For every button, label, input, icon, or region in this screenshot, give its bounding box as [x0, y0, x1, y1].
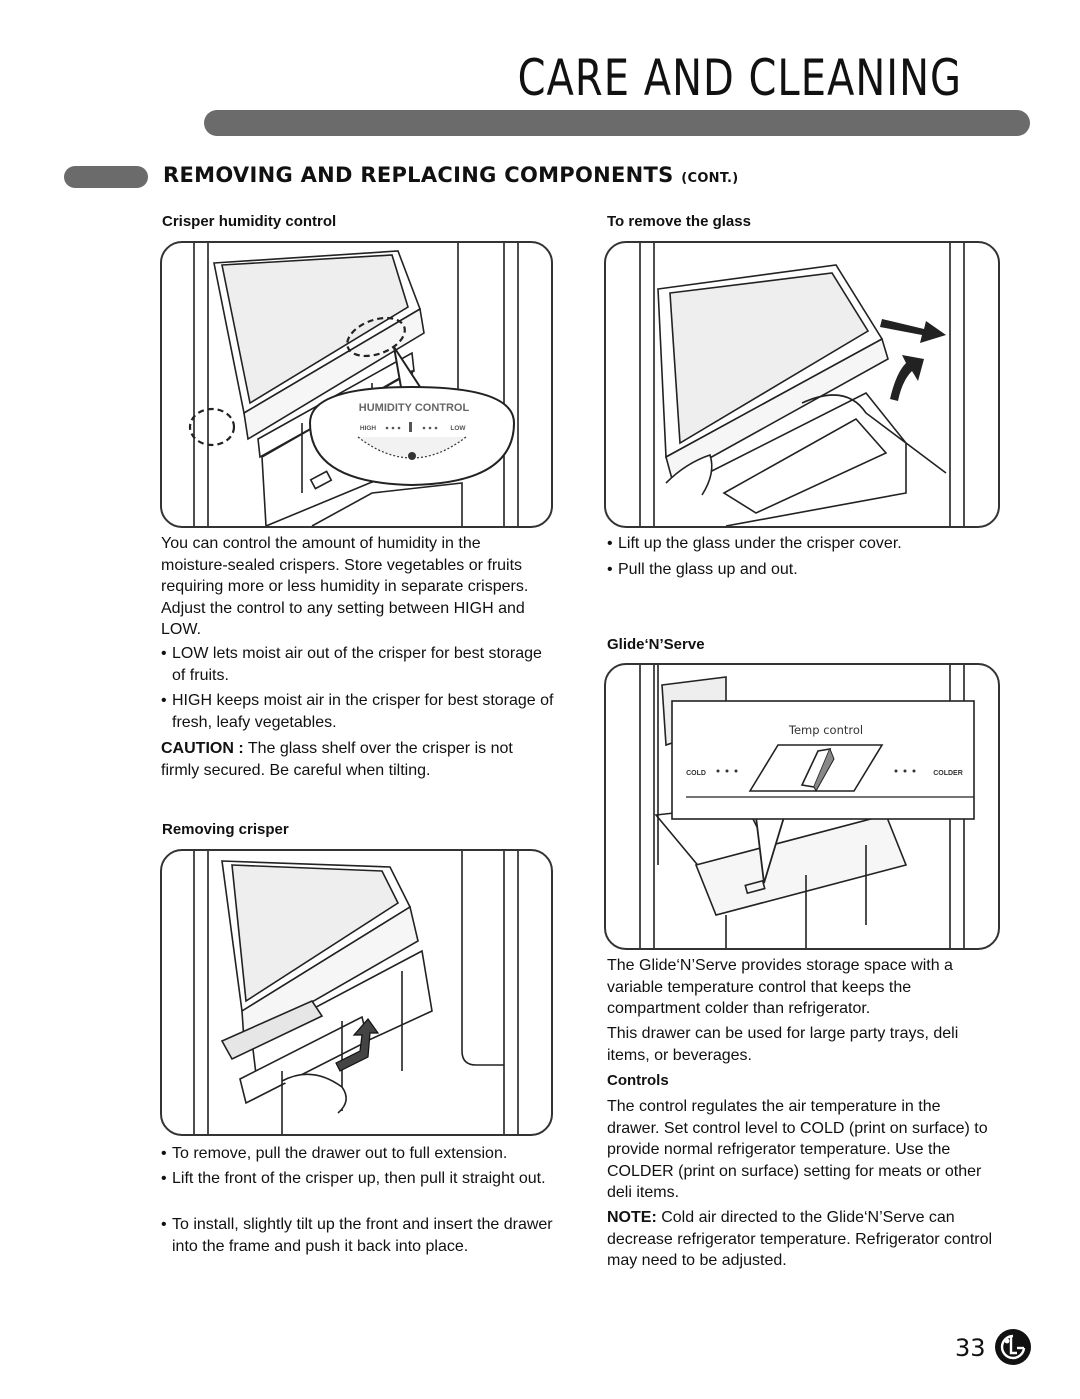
- glass-bullet-1: Lift up the glass under the crisper cove…: [607, 533, 998, 555]
- lg-logo: [995, 1329, 1031, 1365]
- cold-label: COLD: [686, 770, 706, 777]
- section-title-cont: (CONT.): [681, 171, 739, 186]
- humidity-control-illustration: HUMIDITY CONTROL HIGH LOW: [188, 243, 519, 526]
- remove-glass-illustration: [639, 243, 965, 526]
- caution-text: The glass shelf over the crisper is not …: [161, 740, 513, 779]
- controls-description: The control regulates the air temperatur…: [607, 1098, 988, 1201]
- controls-heading: Controls: [607, 1072, 669, 1089]
- glide-usage: This drawer can be used for large party …: [607, 1025, 959, 1064]
- crisper-humidity-heading: Crisper humidity control: [162, 213, 337, 230]
- glass-bullet-2: Pull the glass up and out.: [607, 559, 998, 581]
- glide-serve-figure: Temp control COLD COLDER: [604, 663, 1000, 950]
- lg-logo-icon: [996, 1330, 1030, 1364]
- remove-glass-heading: To remove the glass: [607, 213, 751, 230]
- section-marker: [64, 166, 148, 188]
- page-number: 33: [955, 1334, 986, 1362]
- humidity-panel-title: HUMIDITY CONTROL: [359, 402, 470, 414]
- humidity-intro: You can control the amount of humidity i…: [161, 535, 529, 638]
- humidity-low-label: LOW: [450, 425, 466, 432]
- note-label: NOTE:: [607, 1209, 657, 1226]
- removing-crisper-heading: Removing crisper: [162, 821, 289, 838]
- removing-bullet-1: To remove, pull the drawer out to full e…: [161, 1143, 562, 1165]
- caution-note: CAUTION : The glass shelf over the crisp…: [161, 738, 553, 781]
- removing-crisper-illustration: [193, 851, 519, 1134]
- controls-note: NOTE: Cold air directed to the Glide‘N’S…: [607, 1207, 997, 1272]
- glide-description: The Glide‘N’Serve provides storage space…: [607, 957, 953, 1017]
- removing-bullet-2: Lift the front of the crisper up, then p…: [161, 1168, 562, 1190]
- glide-heading: Glide‘N’Serve: [607, 636, 705, 653]
- colder-label: COLDER: [933, 770, 963, 777]
- humidity-high-label: HIGH: [360, 425, 377, 432]
- humidity-control-figure: HUMIDITY CONTROL HIGH LOW: [160, 241, 553, 528]
- chapter-title: Care and Cleaning: [517, 50, 962, 108]
- note-text: Cold air directed to the Glide‘N’Serve c…: [607, 1209, 993, 1269]
- header-bar: [204, 110, 1030, 136]
- remove-glass-figure: [604, 241, 1000, 528]
- glide-serve-illustration: Temp control COLD COLDER: [639, 665, 975, 948]
- removing-crisper-figure: [160, 849, 553, 1136]
- humidity-panel: HUMIDITY CONTROL HIGH LOW: [308, 385, 516, 487]
- removing-bullet-3: To install, slightly tilt up the front a…: [161, 1214, 557, 1257]
- section-title: REMOVING AND REPLACING COMPONENTS (CONT.…: [163, 163, 739, 187]
- section-title-text: REMOVING AND REPLACING COMPONENTS: [163, 163, 674, 187]
- temp-control-panel: Temp control COLD COLDER: [671, 700, 975, 820]
- temp-control-label: Temp control: [788, 723, 863, 737]
- humidity-bullet-low: LOW lets moist air out of the crisper fo…: [161, 643, 557, 686]
- caution-label: CAUTION :: [161, 740, 244, 757]
- humidity-bullet-high: HIGH keeps moist air in the crisper for …: [161, 690, 557, 733]
